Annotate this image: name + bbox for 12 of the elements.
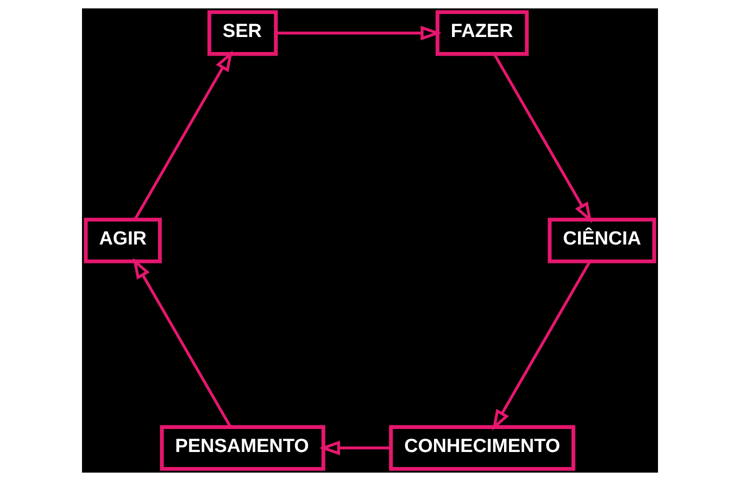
node-box: AGIR xyxy=(84,218,162,264)
arrow xyxy=(492,260,592,431)
node-box: PENSAMENTO xyxy=(160,425,326,471)
arrow xyxy=(132,258,232,428)
arrow xyxy=(493,53,592,224)
arrow xyxy=(134,50,233,220)
node-box: CIÊNCIA xyxy=(548,218,656,264)
arrow xyxy=(319,440,391,456)
arrow xyxy=(276,26,442,40)
node-box: SER xyxy=(207,10,278,56)
node-box: FAZER xyxy=(436,10,529,56)
node-box: CONHECIMENTO xyxy=(389,425,576,471)
